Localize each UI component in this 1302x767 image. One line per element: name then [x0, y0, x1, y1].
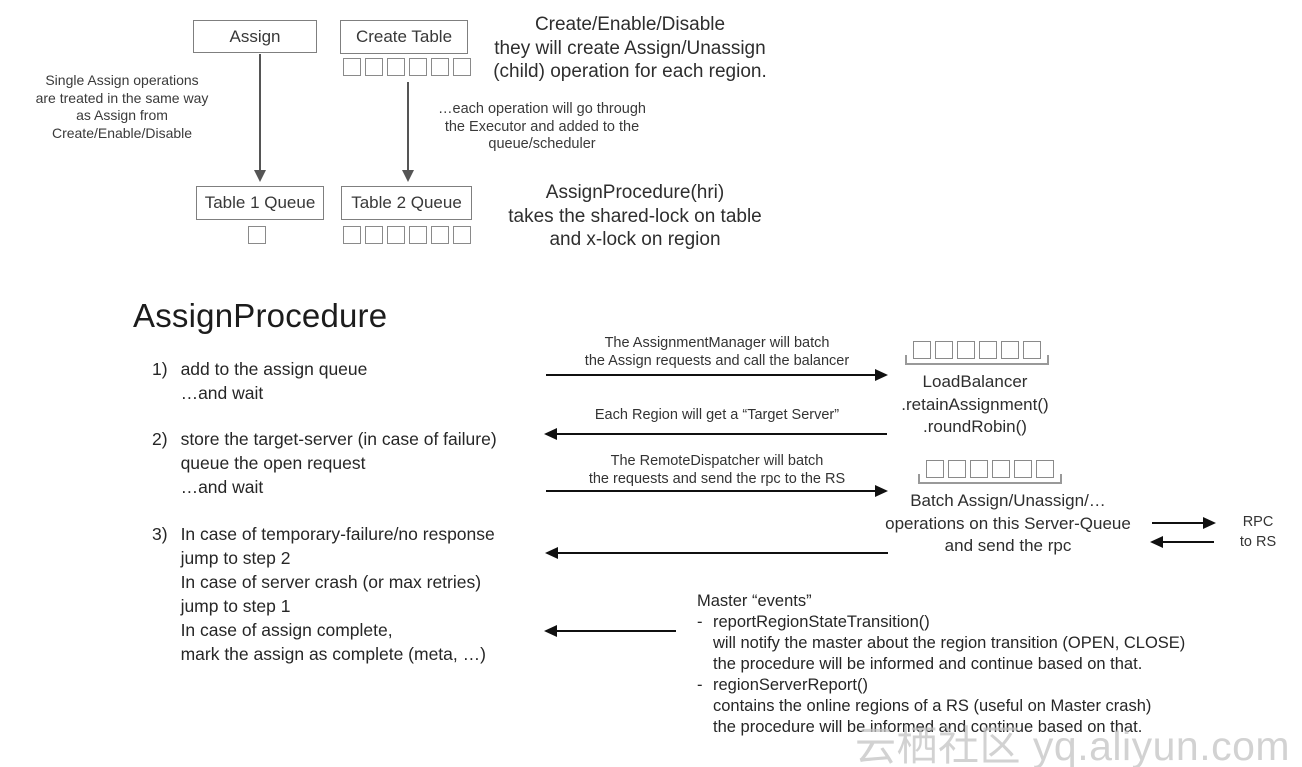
master-event-name: reportRegionStateTransition()	[713, 613, 930, 631]
bullet-dash: -	[697, 676, 703, 694]
queue-slot	[1036, 460, 1054, 478]
queue-slot	[387, 226, 405, 244]
master-event-desc: contains the online regions of a RS (use…	[713, 697, 1152, 736]
server-queue-response-arrow	[545, 547, 888, 559]
queue-slot	[365, 226, 383, 244]
procedure-step-3: 3) In case of temporary-failure/no respo…	[152, 522, 495, 666]
table2-queue-slots	[343, 226, 471, 244]
queue-slot	[431, 58, 449, 76]
table1-queue-label: Table 1 Queue	[204, 193, 316, 212]
create-table-node: Create Table	[340, 20, 468, 54]
queue-slot	[957, 341, 975, 359]
step-text: store the target-server (in case of fail…	[180, 429, 497, 497]
queue-slot	[926, 460, 944, 478]
server-queue-slots	[918, 458, 1062, 484]
queue-slot	[913, 341, 931, 359]
step-text: add to the assign queue …and wait	[180, 359, 368, 403]
queue-slot	[1023, 341, 1041, 359]
watermark-text: 云栖社区 yq.aliyun.com	[855, 723, 1291, 767]
load-balancer-text: LoadBalancer .retainAssignment() .roundR…	[901, 372, 1049, 436]
queue-slot	[992, 460, 1010, 478]
queue-slot	[365, 58, 383, 76]
step-text: In case of temporary-failure/no response…	[180, 524, 495, 664]
queue-slot	[948, 460, 966, 478]
remote-dispatcher-arrow	[546, 485, 888, 497]
table2-queue-label: Table 2 Queue	[351, 193, 462, 212]
create-enable-disable-note: Create/Enable/Disable they will create A…	[493, 14, 767, 82]
executor-note: …each operation will go through the Exec…	[438, 101, 646, 152]
assignment-manager-arrow	[546, 369, 888, 381]
queue-slot	[970, 460, 988, 478]
master-event-item: - reportRegionStateTransition() will not…	[697, 612, 1257, 675]
step-number: 2)	[152, 429, 168, 449]
queue-slot	[248, 226, 266, 244]
queue-slot	[431, 226, 449, 244]
step-number: 3)	[152, 524, 168, 544]
queue-slot	[453, 58, 471, 76]
master-event-content: regionServerReport() contains the online…	[713, 675, 1151, 738]
master-events-arrow	[544, 625, 676, 637]
procedure-step-2: 2) store the target-server (in case of f…	[152, 427, 497, 499]
master-event-item: - regionServerReport() contains the onli…	[697, 675, 1257, 738]
queue-slot	[343, 226, 361, 244]
create-table-node-label: Create Table	[355, 27, 453, 46]
queue-slot	[979, 341, 997, 359]
assignment-manager-label: The AssignmentManager will batch the Ass…	[584, 335, 850, 369]
assign-procedure-note: AssignProcedure(hri) takes the shared-lo…	[508, 182, 762, 250]
assign-to-table1-arrow	[254, 54, 266, 182]
queue-slot	[343, 58, 361, 76]
rpc-response-arrow	[1150, 536, 1214, 548]
queue-slot	[935, 341, 953, 359]
step-number: 1)	[152, 359, 168, 379]
rpc-request-arrow	[1152, 517, 1216, 529]
queue-slot	[1014, 460, 1032, 478]
rpc-to-rs-label: RPC to RS	[1239, 514, 1277, 550]
master-events-title: Master “events”	[697, 592, 812, 610]
queue-slot	[387, 58, 405, 76]
master-event-name: regionServerReport()	[713, 676, 868, 694]
master-event-content: reportRegionStateTransition() will notif…	[713, 612, 1185, 675]
bullet-dash: -	[697, 613, 703, 631]
table2-queue-node: Table 2 Queue	[341, 186, 472, 220]
batch-operations-text: Batch Assign/Unassign/… operations on th…	[885, 491, 1131, 555]
balancer-queue-slots	[905, 339, 1049, 365]
queue-slot	[453, 226, 471, 244]
table1-queue-slots	[248, 226, 266, 244]
queue-slot	[1001, 341, 1019, 359]
create-table-queue-slots	[343, 58, 471, 76]
assign-procedure-title: AssignProcedure	[133, 297, 388, 334]
assign-node-label: Assign	[229, 26, 281, 46]
queue-slot	[409, 58, 427, 76]
target-server-label: Each Region will get a “Target Server”	[594, 407, 840, 423]
procedure-step-1: 1) add to the assign queue …and wait	[152, 357, 367, 405]
master-events-block: Master “events” - reportRegionStateTrans…	[697, 591, 1257, 738]
queue-slot	[409, 226, 427, 244]
remote-dispatcher-label: The RemoteDispatcher will batch the requ…	[588, 453, 846, 487]
create-table-to-table2-arrow	[402, 82, 414, 182]
target-server-arrow	[544, 428, 887, 440]
master-event-desc: will notify the master about the region …	[713, 634, 1186, 673]
single-assign-note: Single Assign operations are treated in …	[35, 72, 209, 141]
assign-node: Assign	[193, 20, 317, 53]
table1-queue-node: Table 1 Queue	[196, 186, 324, 220]
